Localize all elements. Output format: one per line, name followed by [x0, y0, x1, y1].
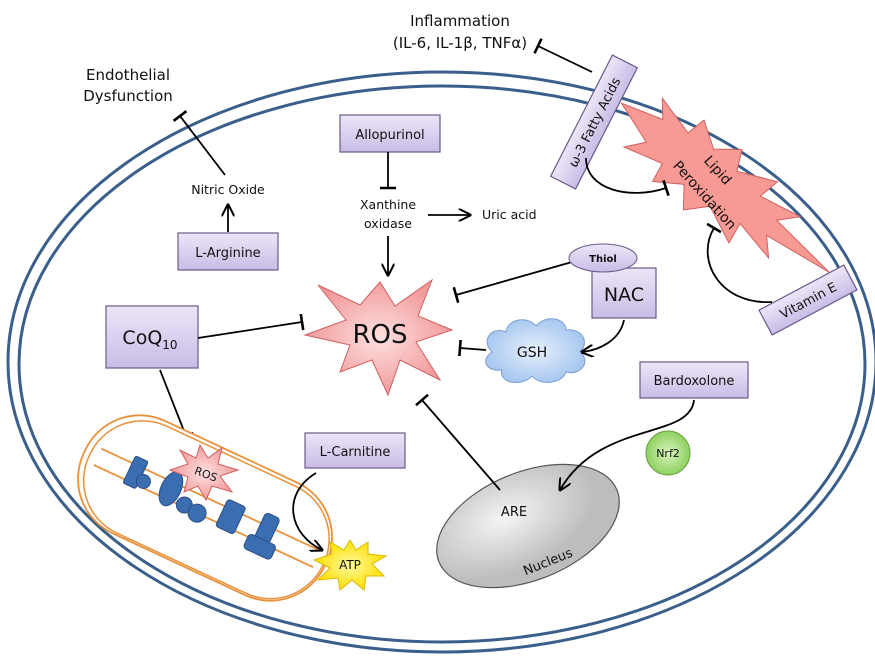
nrf2-label: Nrf2: [656, 447, 680, 460]
endothelial-label-1: Endothelial: [86, 66, 170, 84]
bardoxolone-box: [639, 361, 749, 399]
omega3-inhibits-lipid: [585, 157, 670, 197]
vitamin-e-box: Vitamin E: [758, 264, 858, 336]
allopurinol-label: Allopurinol: [355, 128, 424, 143]
mitochondrion: [77, 414, 333, 602]
mito-ros-star: [168, 443, 240, 502]
nac-to-gsh-arrow: [582, 319, 625, 352]
ros-label: ROS: [352, 320, 407, 350]
cell-outer-membrane: [6, 70, 875, 654]
inflammation-label: Inflammation: [410, 12, 510, 30]
omega3-box: ω-3 Fatty Acids: [549, 54, 639, 190]
vitamin-e-inhibits-lipid: [706, 222, 773, 303]
nac-box: [591, 267, 657, 319]
l-arginine-label: L-Arginine: [195, 246, 260, 261]
inflammation-markers-label: (IL-6, IL-1β, TNFα): [393, 34, 527, 52]
uric-acid-label: Uric acid: [482, 207, 537, 222]
atp-label: ATP: [339, 558, 361, 572]
nucleus: [436, 463, 620, 589]
nrf2-circle: [645, 430, 691, 476]
bardoxolone-to-are-arrow: [560, 399, 695, 490]
coq10-inhibits-ros: [197, 313, 305, 339]
endothelial-label-2: Dysfunction: [83, 87, 173, 105]
nac-label: NAC: [604, 284, 644, 306]
thiol-label: Thiol: [589, 254, 617, 265]
coq10-inhibits-mito-ros: [159, 369, 195, 441]
l-arginine-box: [177, 232, 279, 271]
thiol-ellipse: [568, 243, 638, 273]
electron-transport-complexes: [123, 455, 280, 560]
l-carnitine-label: L-Carnitine: [320, 445, 391, 460]
allopurinol-box: [339, 114, 441, 153]
thiol-inhibits-ros: [452, 261, 573, 304]
gsh-label: GSH: [517, 345, 547, 361]
coq10-label: CoQ10: [122, 327, 177, 352]
omega3-inhibits-inflammation: [533, 38, 593, 73]
ros-star: [303, 278, 454, 397]
are-inhibits-ros: [415, 393, 501, 491]
atp-star: [312, 539, 388, 591]
no-inhibits-dysfunction: [172, 110, 226, 176]
gsh-inhibits-ros: [458, 339, 487, 357]
bardoxolone-label: Bardoxolone: [654, 374, 735, 389]
are-label: ARE: [501, 505, 527, 520]
gsh-cloud: [485, 318, 586, 384]
cell-inner-membrane: [17, 84, 867, 644]
coq10-box: [105, 305, 199, 369]
nitric-oxide-label: Nitric Oxide: [191, 182, 265, 197]
carnitine-to-atp-arrow: [292, 472, 322, 550]
xanthine-label-2: oxidase: [364, 216, 412, 231]
xanthine-label-1: Xanthine: [360, 197, 416, 212]
l-carnitine-box: [304, 432, 406, 469]
